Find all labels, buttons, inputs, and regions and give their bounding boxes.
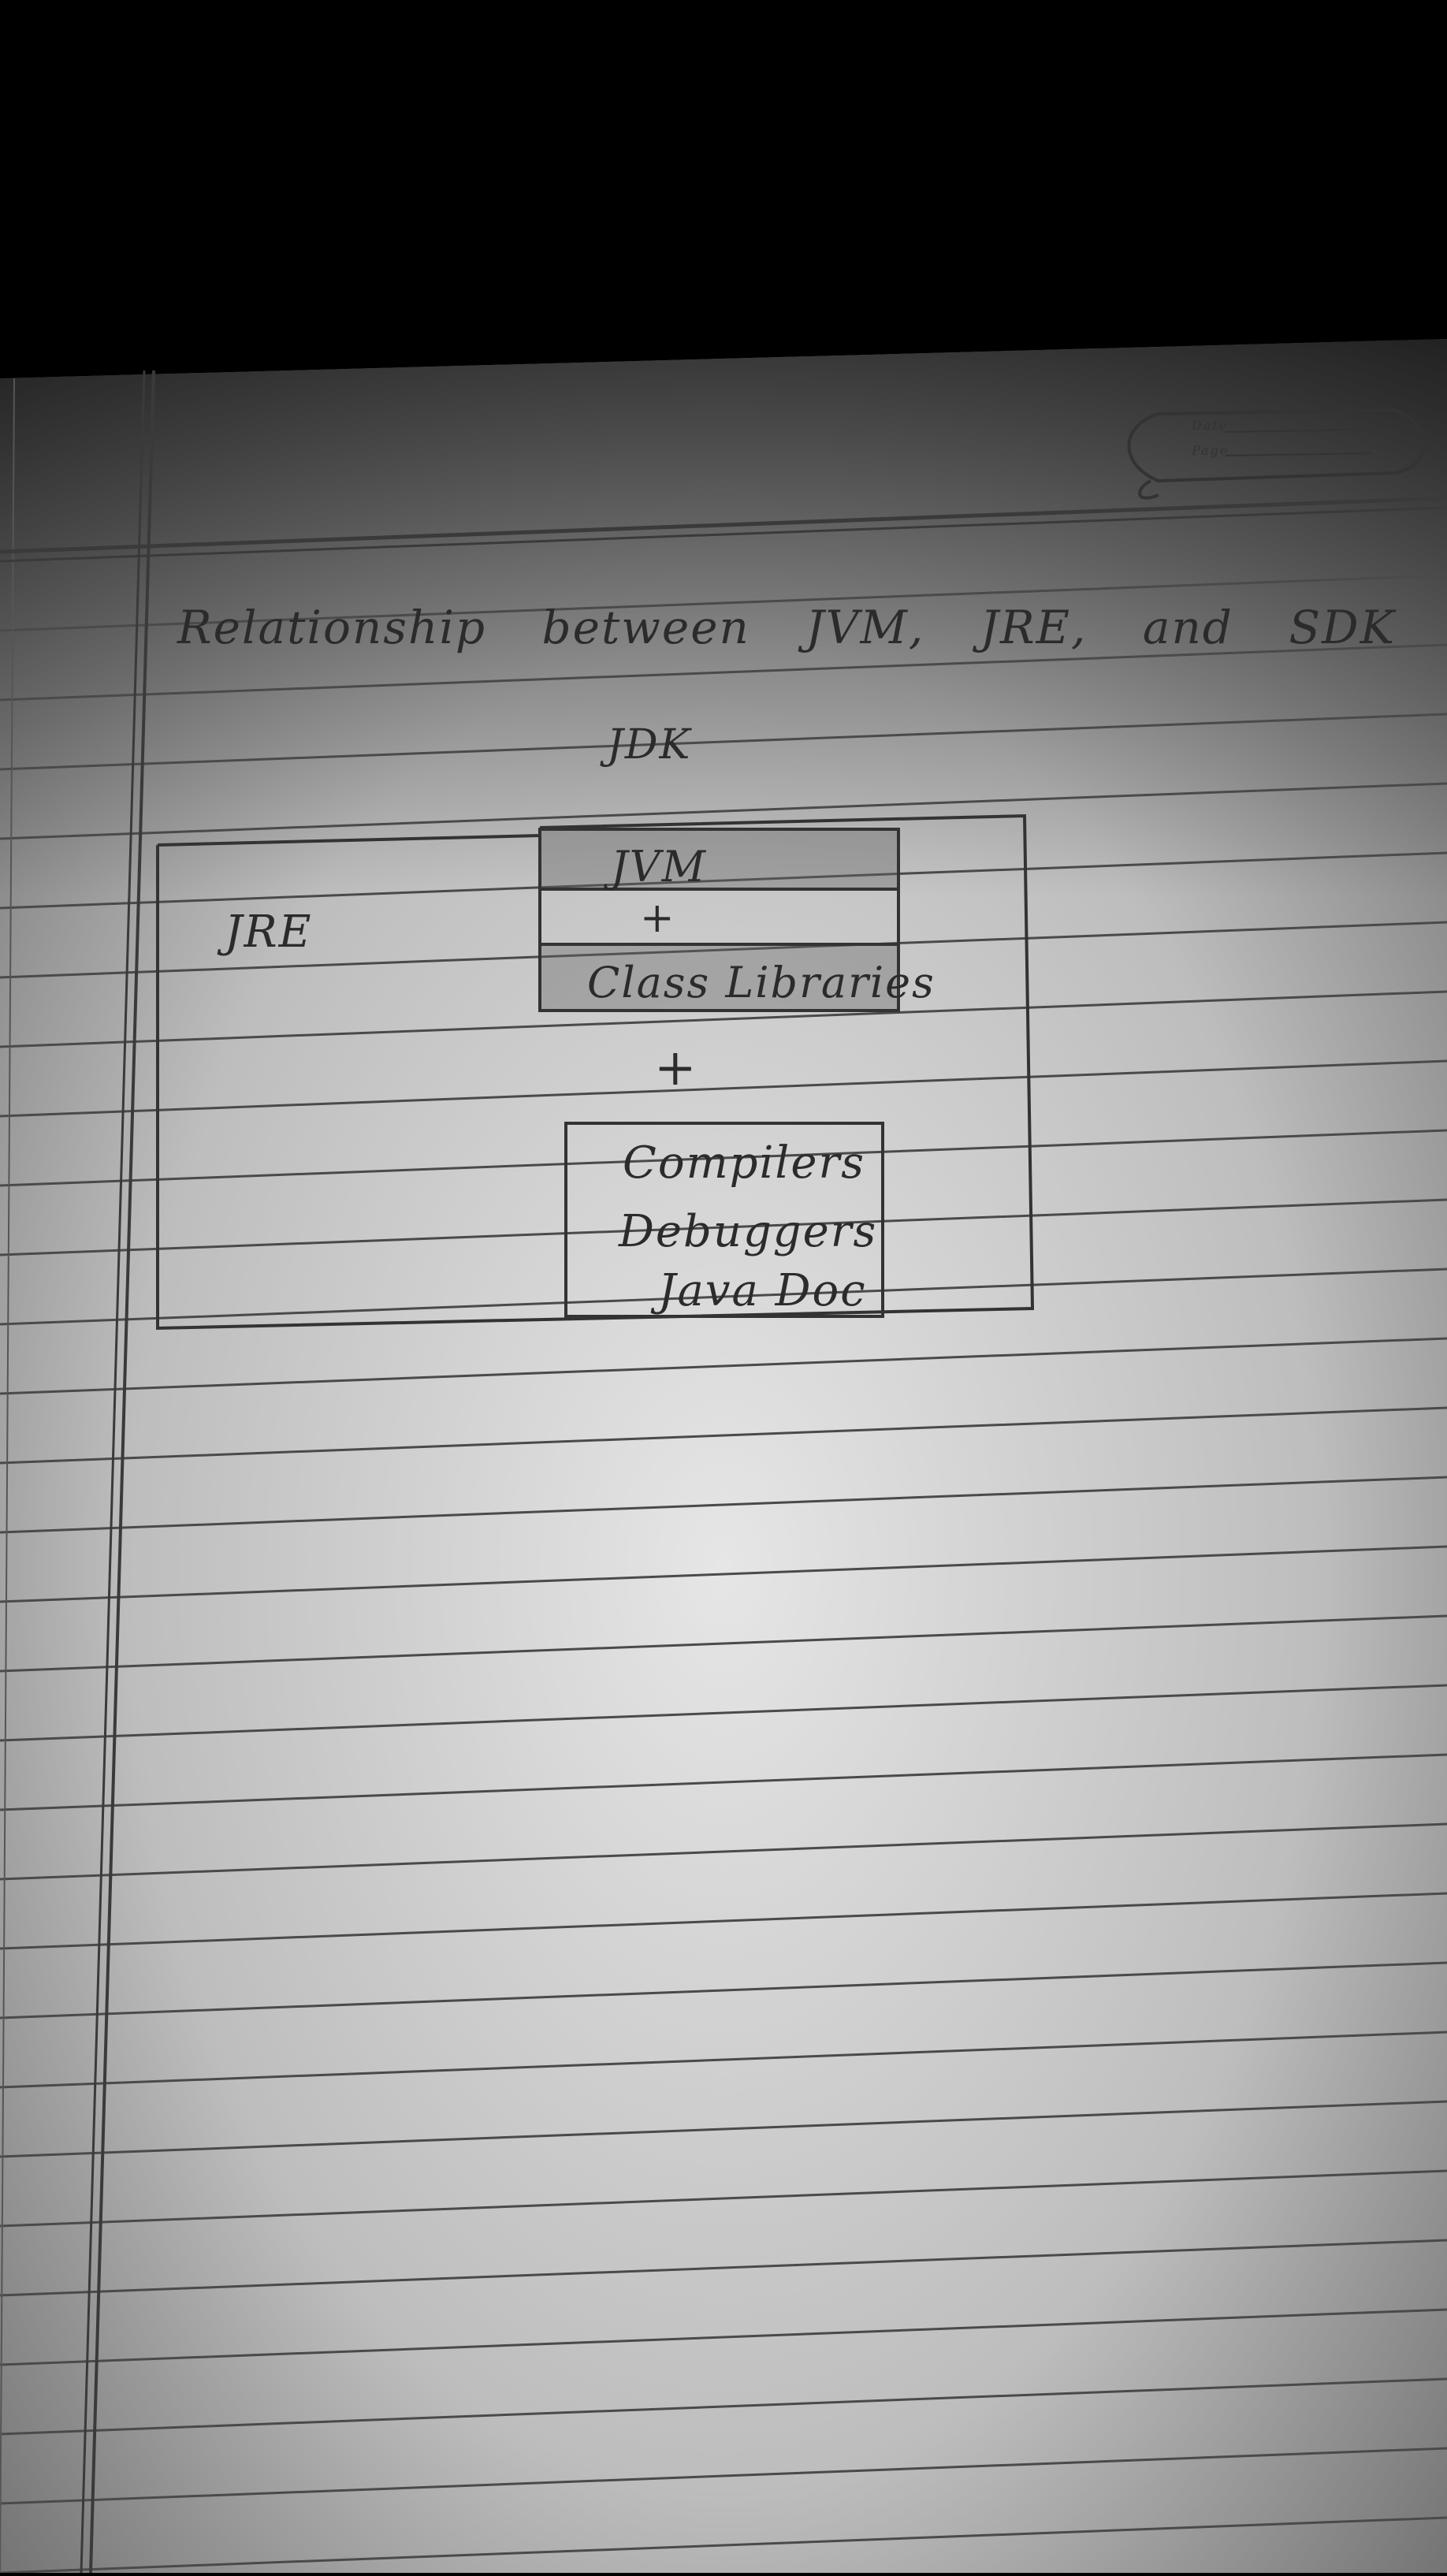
jre-plus-sign: +	[640, 895, 676, 942]
rule-line	[0, 2516, 1447, 2574]
rule-line	[0, 2100, 1447, 2158]
java-doc-label: Java Doc	[658, 1265, 867, 1316]
rule-line	[0, 2377, 1447, 2436]
rule-line	[0, 990, 1447, 1048]
rule-line	[0, 2447, 1447, 2505]
rule-line	[0, 1892, 1447, 1950]
debuggers-label: Debuggers	[619, 1206, 878, 1257]
tools-plus-sign: +	[654, 1039, 698, 1097]
rule-line	[0, 1545, 1447, 1603]
rule-line	[0, 1337, 1447, 1395]
rule-line	[0, 643, 1447, 702]
header-line	[0, 496, 1447, 554]
class-libraries-shaded-cell	[538, 943, 900, 1012]
jvm-shaded-cell	[538, 828, 900, 891]
page-title: Relationship between JVM, JRE, and SDK	[177, 601, 1396, 654]
jdk-outer-box	[156, 813, 1035, 1331]
rule-line	[0, 2239, 1447, 2297]
rule-line	[0, 2169, 1447, 2228]
rule-line	[0, 1406, 1447, 1465]
rule-line	[0, 713, 1447, 771]
rule-line	[0, 921, 1447, 979]
rule-line	[0, 1753, 1447, 1811]
rule-line	[0, 1614, 1447, 1673]
rule-line	[0, 1059, 1447, 1118]
rule-line	[0, 851, 1447, 910]
header-line-2	[0, 506, 1447, 563]
rule-line	[0, 1961, 1447, 2019]
jvm-label: JVM	[611, 842, 707, 892]
rule-line	[0, 1198, 1447, 1256]
stamp-date-label: Date	[1192, 418, 1229, 433]
tools-box	[564, 1122, 884, 1318]
ruled-lines	[0, 574, 1447, 2574]
rule-line	[0, 1268, 1447, 1326]
jdk-label: JDK	[607, 721, 692, 769]
date-page-stamp	[1127, 408, 1427, 500]
margin-line	[89, 370, 155, 2574]
jre-label: JRE	[225, 906, 313, 958]
margin-line-inner	[80, 370, 146, 2574]
rule-line	[0, 2031, 1447, 2089]
class-libraries-label: Class Libraries	[587, 958, 936, 1007]
stamp-page-label: Page	[1192, 443, 1229, 458]
rule-line	[0, 1476, 1447, 1534]
rule-line	[0, 782, 1447, 840]
jre-box	[538, 828, 900, 1012]
left-edge-line	[0, 378, 15, 2574]
compilers-label: Compilers	[623, 1137, 865, 1189]
rule-line	[0, 1684, 1447, 1742]
rule-line	[0, 1129, 1447, 1187]
rule-line	[0, 2308, 1447, 2366]
rule-line	[0, 574, 1447, 632]
rule-line	[0, 1822, 1447, 1881]
